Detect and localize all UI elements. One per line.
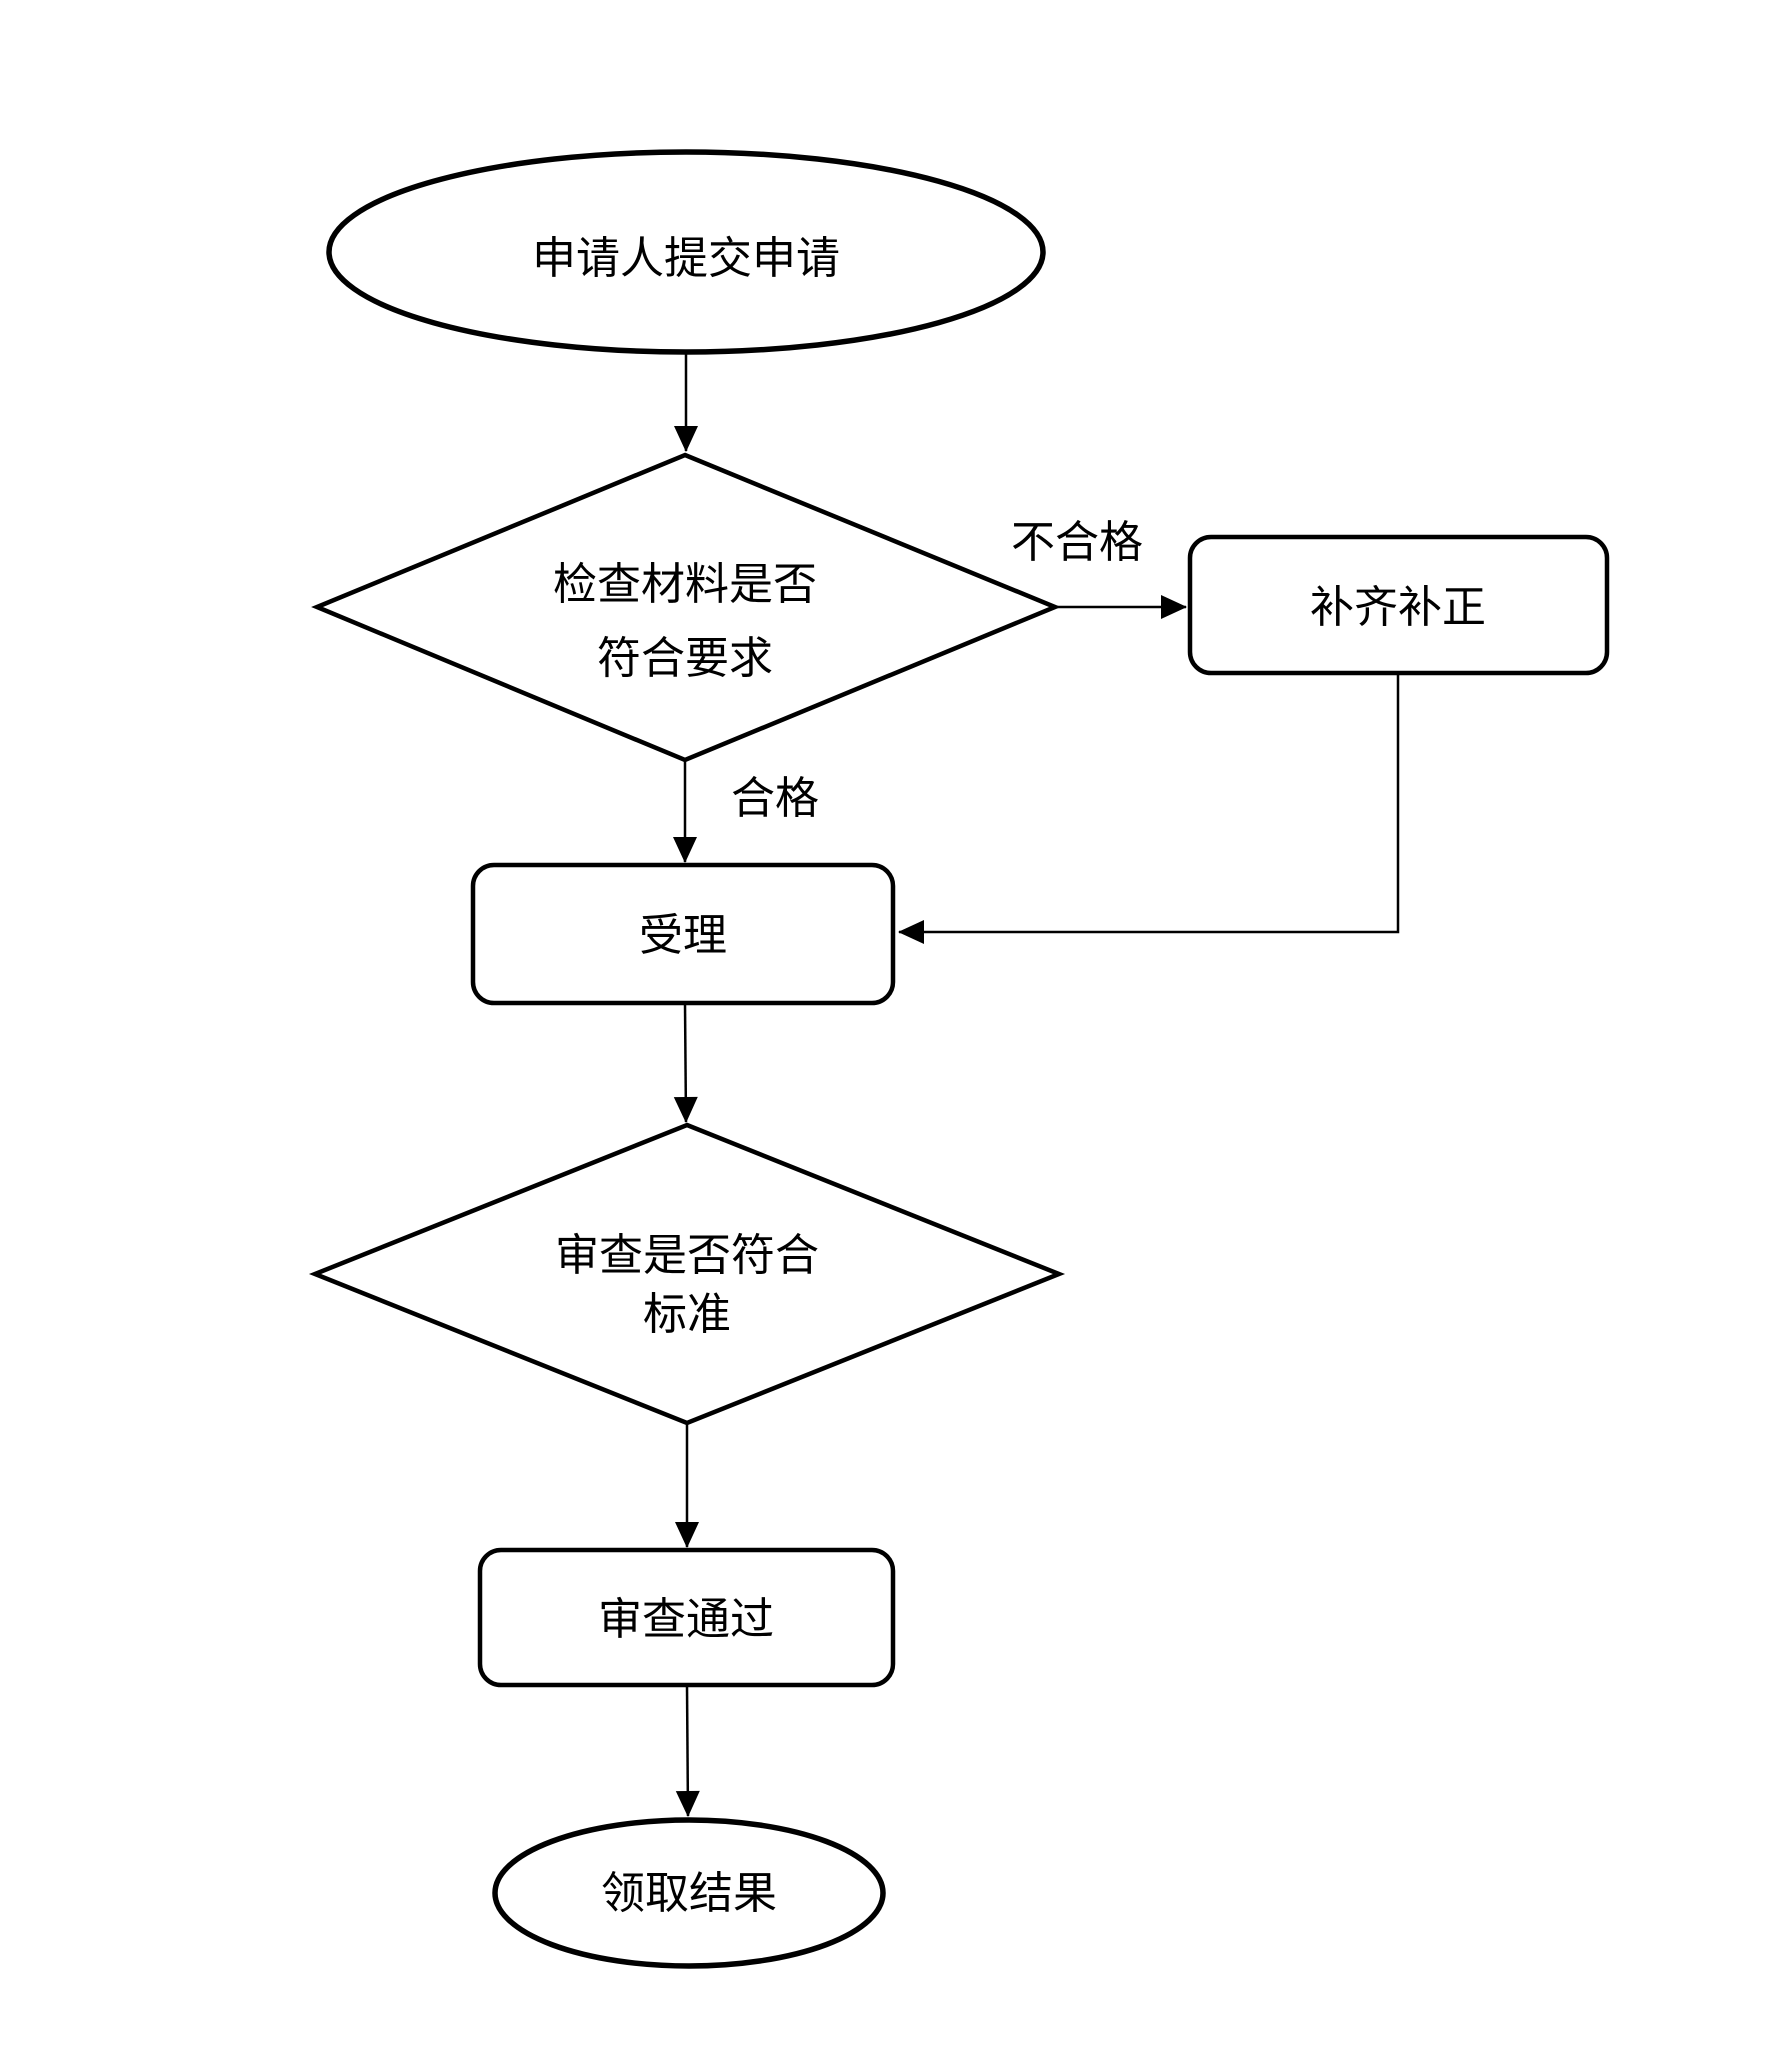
- edge-check-to-accept: 合格: [673, 759, 819, 863]
- node-check-materials: 检查材料是否 符合要求: [311, 452, 1061, 763]
- edge-accept-to-review-connector: [673, 1003, 698, 1123]
- check-materials-label-line2: 符合要求: [597, 633, 773, 684]
- edge-accept-to-review: [673, 1003, 698, 1123]
- node-review-pass: 审查通过: [477, 1547, 896, 1688]
- node-review: 审查是否符合 标准: [308, 1122, 1066, 1426]
- edge-label-pass: 合格: [731, 773, 819, 824]
- edge-pass-to-result: [675, 1685, 700, 1817]
- node-accept: 受理: [470, 862, 896, 1006]
- accept-label: 受理: [639, 910, 727, 961]
- result-terminator-shape: [492, 1817, 886, 1969]
- check-materials-label-line1: 检查材料是否: [553, 559, 817, 610]
- edge-supplement-to-accept-connector: [898, 674, 1400, 944]
- start-label: 申请人提交申请: [532, 233, 840, 284]
- check-materials-decision-shape: [311, 452, 1061, 763]
- supplement-process-shape: [1187, 534, 1610, 676]
- edge-check-to-supplement: 不合格: [1011, 517, 1187, 619]
- edge-pass-to-result-connector: [675, 1685, 700, 1817]
- nodes-layer: 申请人提交申请 检查材料是否 符合要求 补齐补正 受理 审查是否符合 标准: [308, 149, 1610, 1969]
- edge-supplement-to-accept: [898, 674, 1400, 944]
- review-pass-process-shape: [477, 1547, 896, 1688]
- result-label: 领取结果: [601, 1868, 777, 1919]
- edge-label-fail: 不合格: [1011, 517, 1143, 568]
- node-result: 领取结果: [492, 1817, 886, 1969]
- node-supplement: 补齐补正: [1187, 534, 1610, 676]
- review-pass-label: 审查通过: [598, 1594, 774, 1645]
- review-decision-shape: [308, 1122, 1066, 1426]
- node-start: 申请人提交申请: [326, 149, 1046, 355]
- start-terminator-shape: [326, 149, 1046, 355]
- review-label-line2: 标准: [643, 1289, 731, 1340]
- supplement-label: 补齐补正: [1310, 582, 1486, 633]
- edges-layer: 不合格 合格: [673, 353, 1400, 1817]
- review-label-line1: 审查是否符合: [555, 1230, 819, 1281]
- accept-process-shape: [470, 862, 896, 1006]
